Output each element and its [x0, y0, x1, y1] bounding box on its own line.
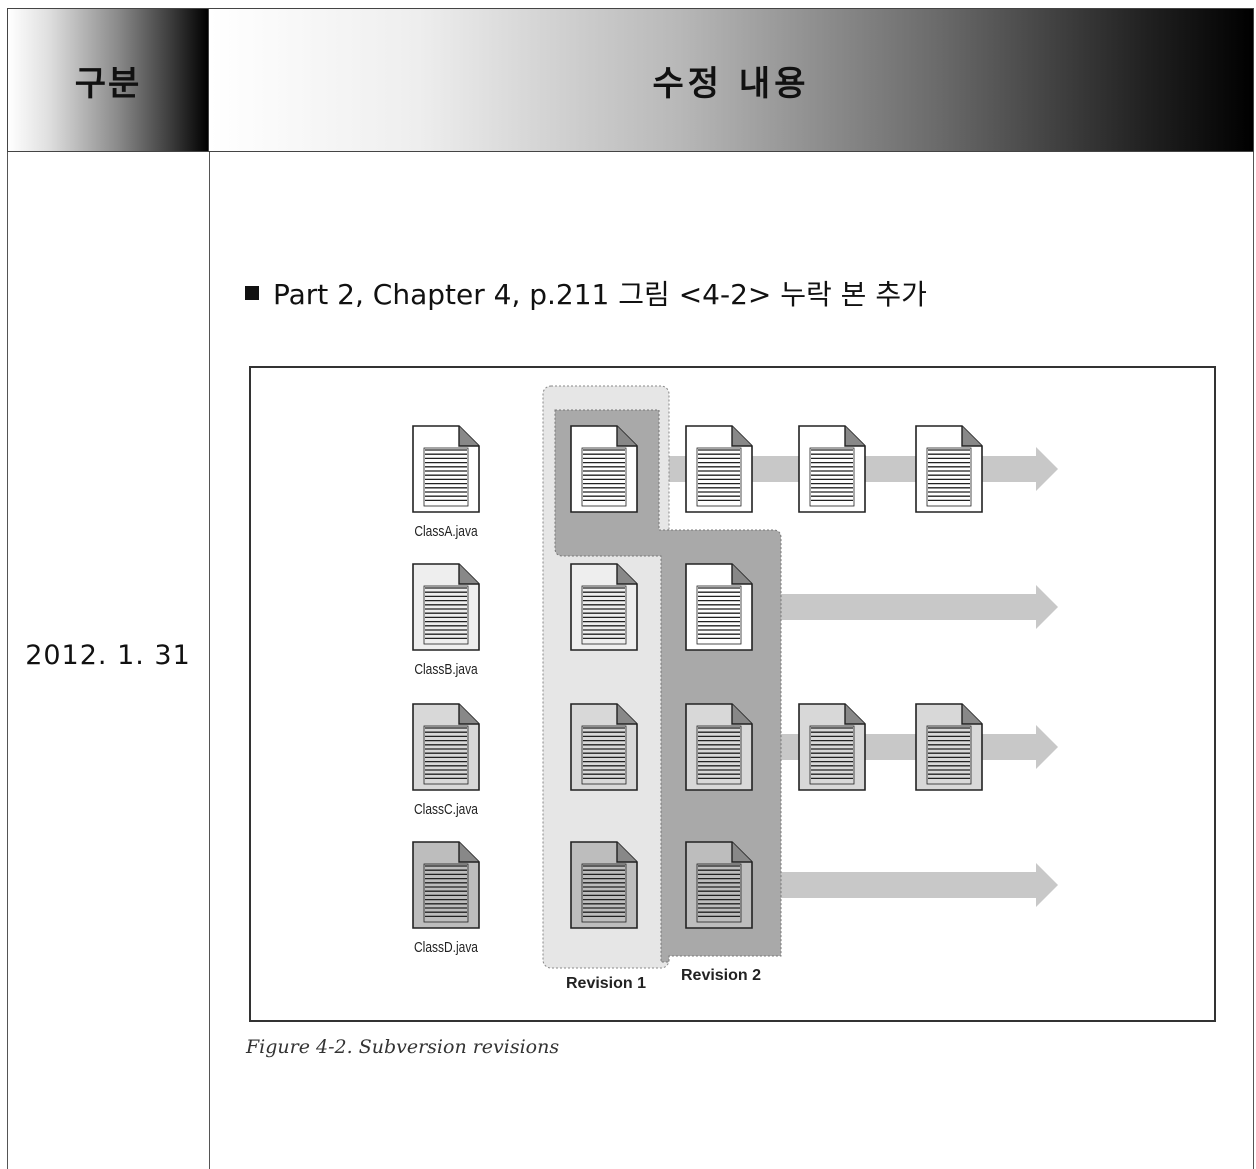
file-label-4: ClassD.java [414, 939, 478, 956]
subversion-revisions-diagram: ClassA.javaClassB.javaClassC.javaClassD.… [412, 385, 1058, 992]
rev1-file-b [570, 563, 638, 651]
header-changes: 수정 내용 [209, 8, 1254, 152]
header-category-label: 구분 [74, 63, 142, 104]
rev1-file-d [570, 841, 638, 929]
history-a-1 [685, 425, 753, 513]
rev1-file-a [570, 425, 638, 513]
revision-arrows [617, 447, 1058, 907]
file-icon-2 [412, 563, 480, 651]
rev2-file-c [685, 703, 753, 791]
table-border-right [1253, 152, 1254, 1169]
arrow-bar-row-2 [732, 594, 1036, 620]
revision-date: 2012. 1. 31 [25, 640, 191, 671]
history-c-1 [798, 703, 866, 791]
file-label-1: ClassA.java [414, 523, 478, 540]
history-c-2 [915, 703, 983, 791]
table-border-left [7, 152, 8, 1169]
square-bullet-icon [245, 286, 259, 300]
file-icon-1 [412, 425, 480, 513]
rev2-file-d [685, 841, 753, 929]
file-label-3: ClassC.java [414, 801, 478, 818]
history-a-3 [915, 425, 983, 513]
revision-2-region [554, 409, 782, 963]
file-icon-3 [412, 703, 480, 791]
history-a-2 [798, 425, 866, 513]
table-column-divider [209, 152, 210, 1169]
arrow-bar-row-4 [732, 872, 1036, 898]
header-category: 구분 [7, 8, 209, 152]
arrow-head-row-1 [1036, 447, 1058, 491]
rev1-file-c [570, 703, 638, 791]
rev2-file-b [685, 563, 753, 651]
diagram-labels: ClassA.javaClassB.javaClassC.javaClassD.… [414, 523, 761, 992]
header-changes-label: 수정 내용 [652, 63, 810, 104]
change-description: Part 2, Chapter 4, p.211 그림 <4-2> 누락 본 추… [245, 273, 927, 313]
file-documents [412, 425, 983, 929]
file-label-2: ClassB.java [414, 661, 478, 678]
arrow-bar-row-3 [732, 734, 1036, 760]
revision-regions [542, 385, 782, 969]
file-icon-4 [412, 841, 480, 929]
arrow-head-row-2 [1036, 585, 1058, 629]
revision-2-label: Revision 2 [681, 967, 761, 984]
arrow-head-row-4 [1036, 863, 1058, 907]
change-description-text: Part 2, Chapter 4, p.211 그림 <4-2> 누락 본 추… [273, 278, 927, 311]
figure-caption: Figure 4-2. Subversion revisions [246, 1036, 560, 1058]
revision-1-label: Revision 1 [566, 975, 646, 992]
arrow-head-row-3 [1036, 725, 1058, 769]
